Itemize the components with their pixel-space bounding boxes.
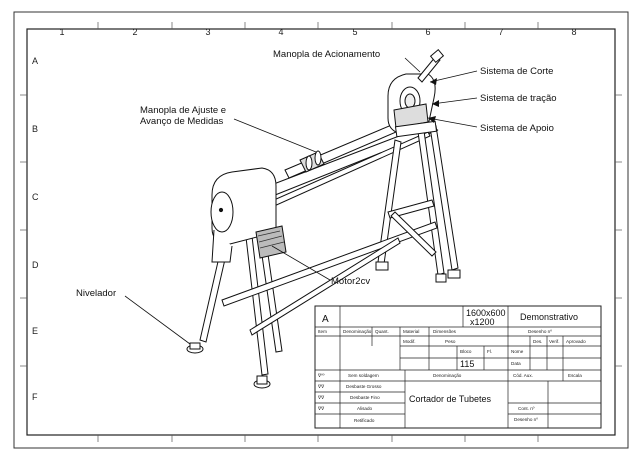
tb-denominacao-label: Denominação bbox=[433, 373, 462, 378]
callout-arrows bbox=[428, 78, 439, 123]
zone-col-6: 6 bbox=[425, 27, 430, 37]
tb-quant-hdr: Quant. bbox=[375, 329, 389, 334]
tb-cod-aux: Cód. Aux. bbox=[513, 373, 533, 378]
callout-leaders bbox=[124, 57, 478, 345]
zone-row-c: C bbox=[32, 192, 39, 202]
tb-modif-hdr: Modif. bbox=[403, 339, 416, 344]
tb-retificado: Retificado bbox=[354, 418, 375, 423]
zone-col-7: 7 bbox=[498, 27, 503, 37]
callout-manopla-ajuste-line1: Manopla de Ajuste e bbox=[140, 105, 226, 116]
tb-des-hdr: Des. bbox=[533, 339, 542, 344]
tb-sem-soldagem: Sem soldagem bbox=[348, 373, 379, 378]
tb-bloco-hdr: Bloco bbox=[460, 349, 472, 354]
tb-revision: A bbox=[322, 314, 329, 325]
tb-dimensions-1: 1600x600 bbox=[466, 308, 506, 318]
machine-drawing bbox=[186, 49, 461, 389]
callout-manopla-ajuste-line2: Avanço de Medidas bbox=[140, 116, 224, 127]
zone-col-2: 2 bbox=[132, 27, 137, 37]
zone-row-b: B bbox=[32, 124, 38, 134]
callout-nivelador: Nivelador bbox=[76, 288, 116, 299]
zone-col-8: 8 bbox=[571, 27, 576, 37]
tb-aprovado-hdr: Aprovado bbox=[566, 339, 586, 344]
callout-motor: Motor2cv bbox=[331, 276, 370, 287]
tb-sym-4: ∇∇ bbox=[317, 406, 325, 411]
tb-block-value: 115 bbox=[460, 359, 474, 369]
outer-frame bbox=[13, 11, 629, 449]
tb-alisado: Alisado bbox=[357, 406, 373, 411]
zone-col-3: 3 bbox=[205, 27, 210, 37]
zone-row-a: A bbox=[32, 56, 38, 66]
tb-dimensions-2: x1200 bbox=[470, 317, 495, 327]
tb-sym-2: ∇∇ bbox=[317, 384, 325, 389]
inner-frame bbox=[26, 28, 616, 436]
tb-material-hdr: Material bbox=[403, 329, 419, 334]
tb-item-hdr: Item bbox=[318, 329, 327, 334]
tb-sym-3: ∇∇ bbox=[317, 395, 325, 400]
tb-dimensoes-hdr: Dimensões bbox=[433, 329, 457, 334]
callout-sistema-tracao: Sistema de tração bbox=[480, 93, 557, 104]
tb-desenho-n2: Desenho nº bbox=[514, 417, 538, 422]
zone-row-d: D bbox=[32, 260, 39, 270]
callout-manopla-acionamento: Manopla de Acionamento bbox=[273, 49, 380, 60]
zone-row-f: F bbox=[32, 392, 38, 402]
tb-fl-hdr: Fl. bbox=[487, 349, 492, 354]
tb-desbaste-fino: Desbaste Fino bbox=[350, 395, 380, 400]
tb-escala: Escala bbox=[568, 373, 582, 378]
lower-rail bbox=[221, 221, 438, 307]
title-block bbox=[314, 305, 602, 429]
tb-status: Demonstrativo bbox=[520, 312, 578, 322]
tb-denominacao-hdr: Denominação bbox=[343, 329, 372, 334]
tb-desenho-hdr: Desenho nº bbox=[528, 329, 552, 334]
tb-peso-hdr: Peso bbox=[445, 339, 456, 344]
tb-nome-hdr: Nome bbox=[511, 349, 524, 354]
zone-col-4: 4 bbox=[278, 27, 283, 37]
tb-desbaste-grosso: Desbaste Grosso bbox=[346, 384, 382, 389]
tb-cont-n: Cont. nº bbox=[518, 406, 535, 411]
actuation-handle bbox=[417, 55, 441, 83]
zone-row-e: E bbox=[32, 326, 38, 336]
tb-title: Cortador de Tubetes bbox=[409, 394, 492, 404]
zone-col-5: 5 bbox=[352, 27, 357, 37]
title-block-text: A 1600x600 x1200 Demonstrativo Item Deno… bbox=[317, 308, 586, 423]
tb-verif-hdr: Verif. bbox=[549, 339, 559, 344]
callout-sistema-apoio: Sistema de Apoio bbox=[480, 123, 554, 134]
tb-data-hdr: Data bbox=[511, 361, 521, 366]
tb-sym-1: ∇ºº bbox=[317, 373, 325, 378]
zone-ticks bbox=[20, 22, 622, 442]
callout-sistema-corte: Sistema de Corte bbox=[480, 66, 553, 77]
zone-col-1: 1 bbox=[59, 27, 64, 37]
